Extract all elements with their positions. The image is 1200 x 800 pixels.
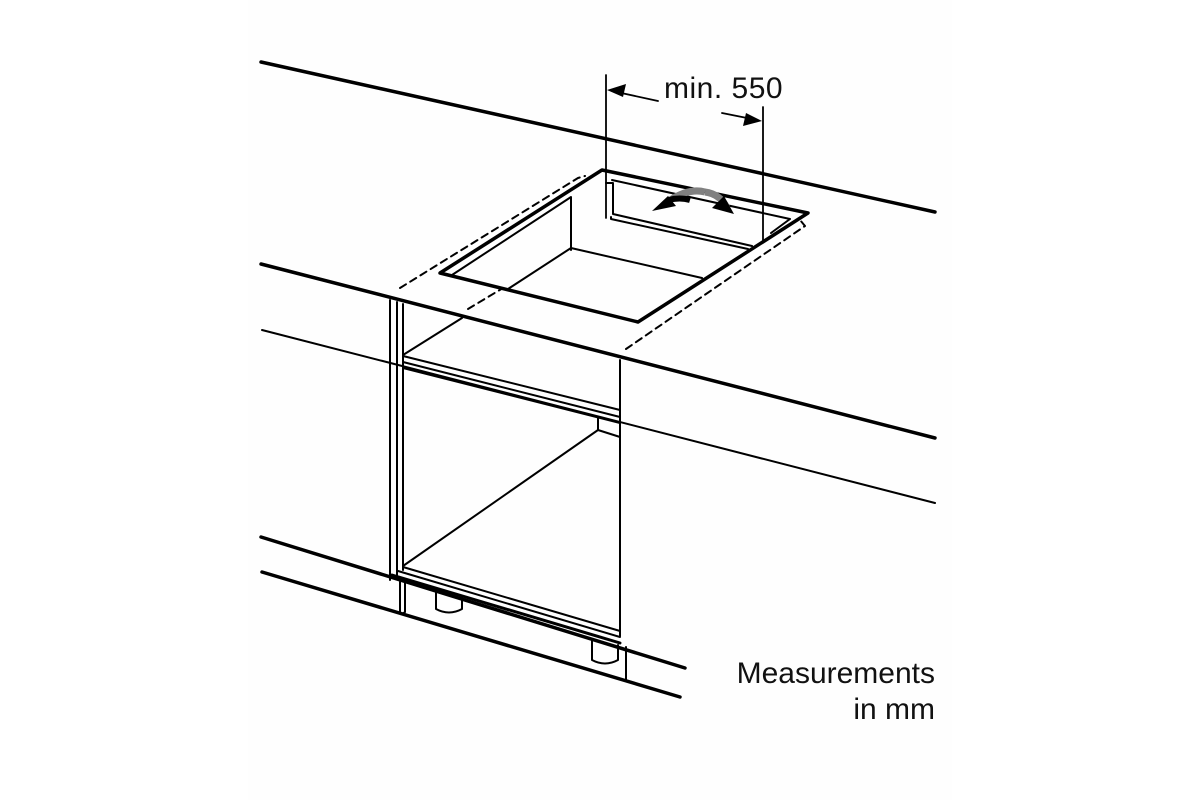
diagram-panel <box>248 0 952 800</box>
cutout-inner-lip <box>451 196 572 276</box>
cabinet-leg-right <box>591 638 619 665</box>
cabinet-leg-front <box>435 590 463 614</box>
cutout-outline <box>438 168 810 324</box>
cutout-rear-ledge <box>605 182 753 247</box>
dimension-arrowhead-left <box>607 84 626 97</box>
cabinet-shelf-diag <box>402 317 463 356</box>
dimension-label: min. 550 <box>664 72 784 105</box>
insertion-arrow-icon <box>652 187 734 214</box>
cutout-rear-lip <box>611 179 791 234</box>
cabinet-floor-front-3 <box>390 573 622 645</box>
cabinet-floor-front-1 <box>402 566 621 632</box>
dimension-arrowhead-right <box>743 113 762 126</box>
plinth-top-line <box>259 535 687 670</box>
appliance-outline-dashed-right <box>625 219 806 350</box>
appliance-outline-dashed-front <box>467 287 504 310</box>
cabinet-rail-1 <box>402 355 621 411</box>
worktop-front-edge <box>259 262 937 440</box>
cabinet-floor-front-2 <box>397 570 621 638</box>
units-note-line1: Measurements <box>736 657 935 690</box>
cutout-rear-ledge-lower <box>610 216 749 250</box>
worktop-back-edge <box>259 60 937 214</box>
units-note: Measurements in mm <box>737 656 935 728</box>
cabinet-floor-back-edge <box>402 429 599 567</box>
cutout-left-floor-edge <box>507 247 572 290</box>
appliance-outline-dashed-left <box>399 175 586 289</box>
cabinet-leg-left-plinth <box>399 581 406 615</box>
units-note-line2: in mm <box>853 693 935 726</box>
cutout-back-floor-edge <box>570 247 703 279</box>
plinth-bottom-line <box>260 570 682 699</box>
cabinet-rail-2 <box>402 361 621 418</box>
cabinet-rail-3 <box>402 367 621 424</box>
